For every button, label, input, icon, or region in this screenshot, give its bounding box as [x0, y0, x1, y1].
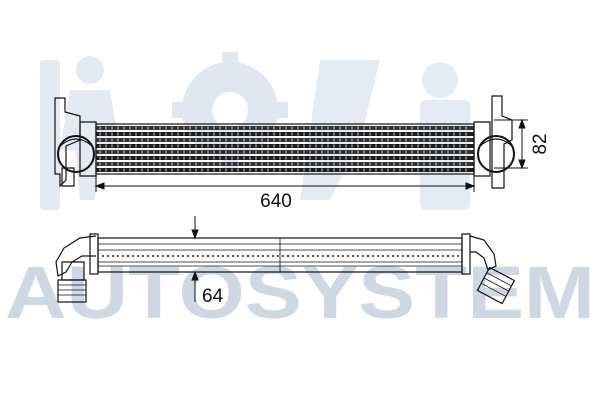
right-connector [476, 266, 516, 305]
right-outlet-pipe [477, 135, 515, 173]
depth-dimension [191, 216, 199, 302]
length-dimension [94, 176, 476, 192]
left-elbow [55, 235, 97, 277]
height-label: 82 [530, 133, 551, 154]
side-right-tank [461, 233, 471, 275]
right-tank [473, 121, 491, 177]
left-bracket [54, 97, 81, 188]
left-inlet-pipe [57, 135, 95, 173]
left-bracket-lower [61, 167, 75, 187]
height-dimension [494, 118, 528, 170]
depth-label: 64 [202, 286, 224, 307]
side-view [55, 233, 516, 305]
right-bracket [491, 95, 513, 189]
core [95, 123, 475, 175]
right-elbow [469, 235, 497, 271]
top-view [54, 95, 515, 189]
length-label: 640 [260, 191, 292, 212]
core-fins [96, 126, 474, 172]
watermark-text: AUTOSYSTEM [5, 251, 595, 334]
watermark: AUTOSYSTEM [5, 52, 595, 334]
